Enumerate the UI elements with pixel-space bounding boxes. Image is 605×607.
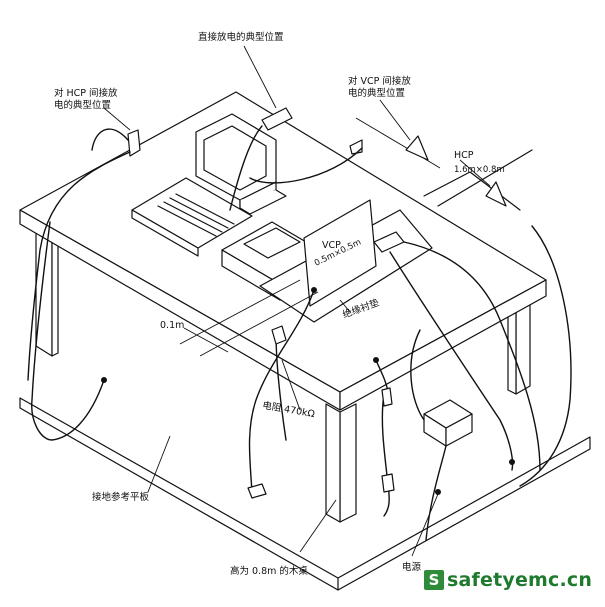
watermark: S safetyemc.cn bbox=[424, 566, 592, 594]
label-hcp-indirect-2: 电的典型位置 bbox=[54, 99, 111, 111]
label-ground-plane: 接地参考平板 bbox=[92, 491, 150, 503]
vcp-plane bbox=[303, 199, 377, 307]
monitor bbox=[195, 113, 287, 215]
logo-icon: S bbox=[424, 570, 444, 590]
label-table: 高为 0.8m 的木桌 bbox=[230, 565, 308, 577]
label-power: 电源 bbox=[402, 561, 422, 573]
watermark-text: safetyemc.cn bbox=[447, 569, 593, 591]
distance-dimension bbox=[179, 279, 319, 357]
label-hcp-indirect-1: 对 HCP 间接放 bbox=[54, 87, 118, 99]
leader-lines bbox=[103, 45, 491, 557]
ground-reference-plane bbox=[19, 397, 591, 591]
label-hcp-size: 1.6m×0.8m bbox=[454, 165, 505, 175]
label-hcp-title: HCP bbox=[454, 150, 474, 161]
power-supply bbox=[423, 399, 473, 447]
table-legs bbox=[35, 221, 531, 523]
label-vcp-indirect-2: 电的典型位置 bbox=[348, 87, 405, 99]
label-vcp-title: VCP bbox=[322, 240, 341, 251]
label-vcp-indirect-1: 对 VCP 间接放 bbox=[348, 75, 411, 87]
label-direct-discharge: 直接放电的典型位置 bbox=[198, 31, 284, 43]
resistors bbox=[101, 287, 515, 499]
label-resistor: 电阻 470kΩ bbox=[261, 399, 315, 420]
keyboard bbox=[131, 177, 253, 257]
cables bbox=[27, 125, 572, 541]
label-distance: 0.1m bbox=[160, 320, 184, 331]
